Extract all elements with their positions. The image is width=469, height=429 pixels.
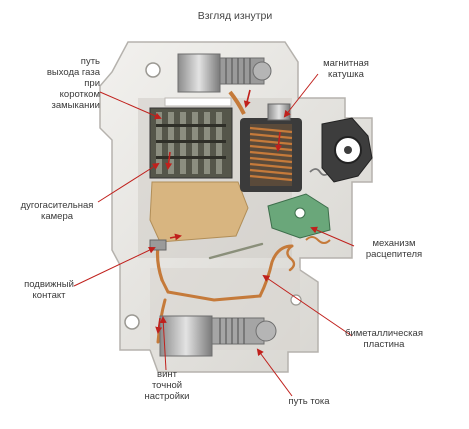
label-current-path: путь тока: [288, 396, 330, 407]
label-magnetic-coil: магнитная катушка: [323, 58, 369, 80]
flow-arrows: [155, 89, 283, 334]
arc-chamber: [149, 97, 233, 179]
label-moving-contact: подвижный контакт: [24, 279, 74, 301]
label-bimetal-plate: биметаллическая пластина: [345, 328, 423, 350]
label-gas-path: путь выхода газа при коротком замыкании: [46, 56, 100, 111]
bottom-terminal: [159, 315, 277, 357]
label-arc-chamber: дугогасительная камера: [20, 200, 94, 222]
label-release-mechanism: механизм расцепителя: [365, 238, 423, 260]
top-terminal: [177, 53, 272, 115]
moving-contact: [149, 239, 167, 251]
insulating-plate: [149, 181, 249, 243]
magnetic-coil: [240, 103, 302, 192]
diagram-title: Взгляд изнутри: [197, 10, 273, 22]
toggle-lever: [321, 117, 373, 183]
leader-lines: [73, 73, 355, 397]
label-adjust-screw: винт точной настройки: [144, 369, 190, 402]
